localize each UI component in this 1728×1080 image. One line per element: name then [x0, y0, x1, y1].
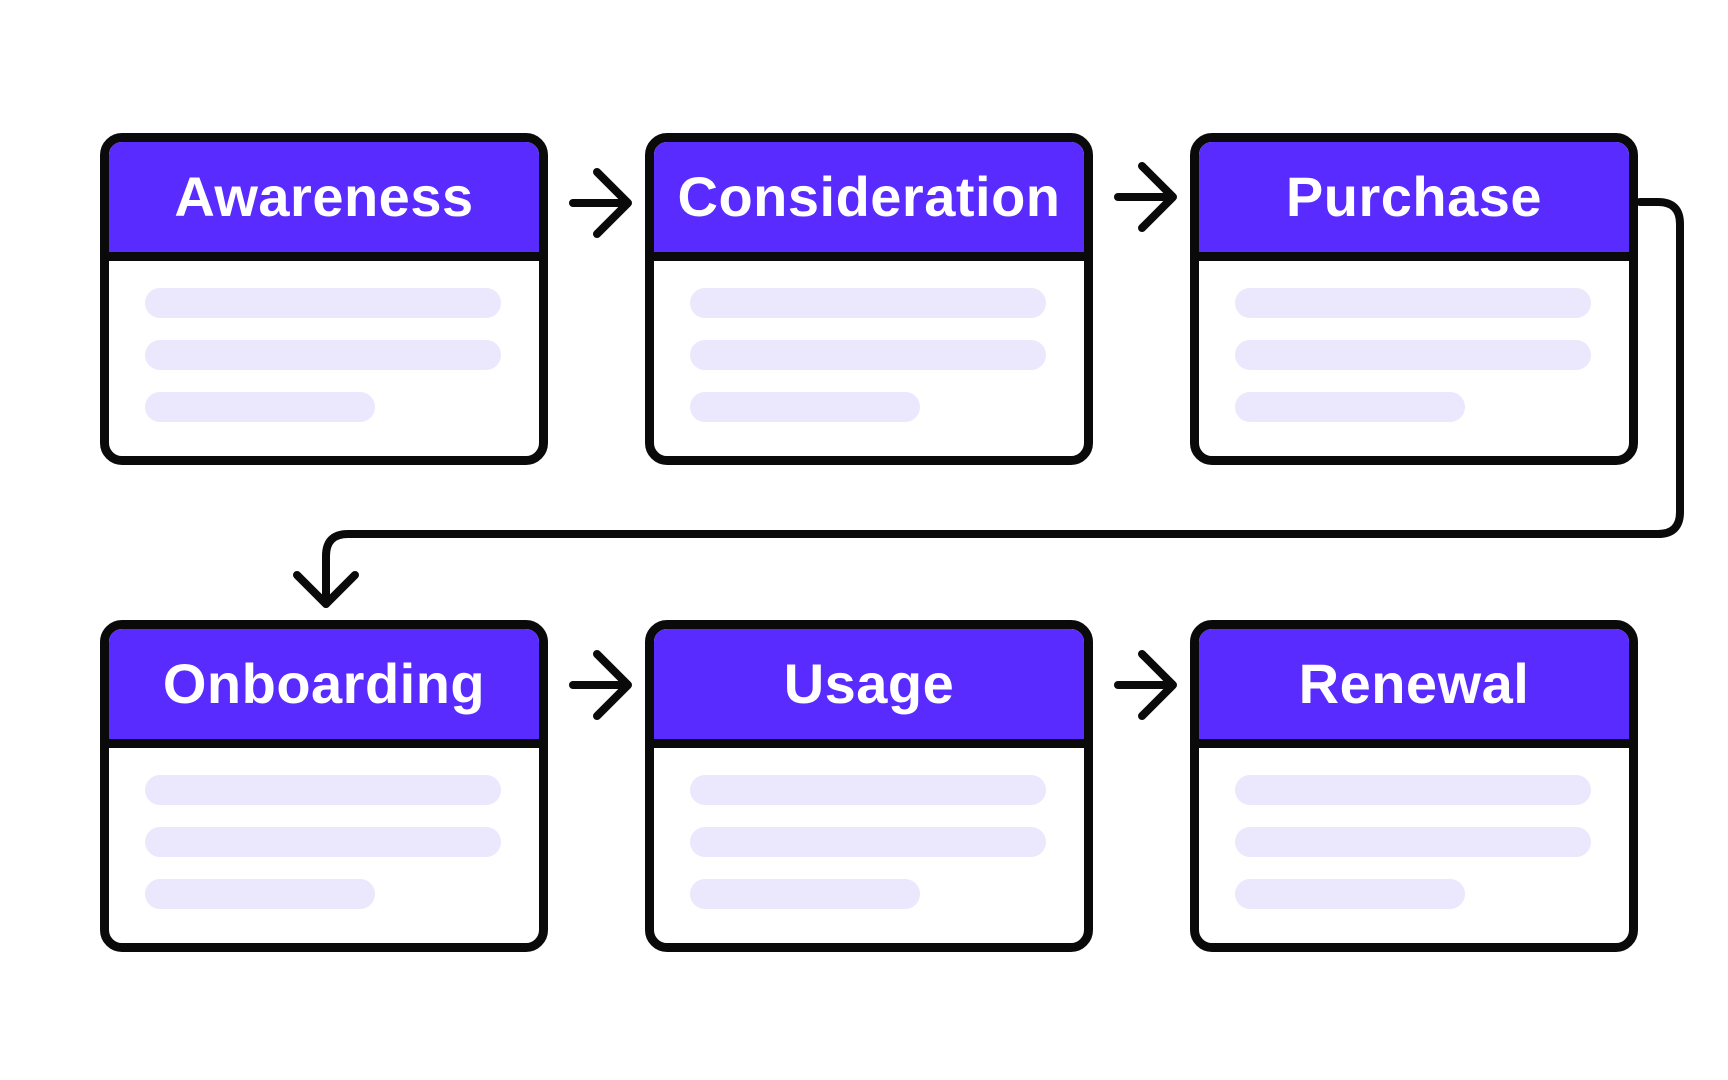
placeholder-line — [690, 879, 920, 909]
stage-body — [1199, 748, 1629, 909]
placeholder-line — [145, 879, 375, 909]
stage-card-usage: Usage — [645, 620, 1093, 952]
placeholder-line — [1235, 879, 1465, 909]
stage-card-purchase: Purchase — [1190, 133, 1638, 465]
stage-header: Onboarding — [109, 629, 539, 748]
stage-header: Usage — [654, 629, 1084, 748]
placeholder-line — [145, 775, 501, 805]
placeholder-line — [690, 340, 1046, 370]
placeholder-line — [1235, 827, 1591, 857]
placeholder-line — [145, 340, 501, 370]
stage-header: Renewal — [1199, 629, 1629, 748]
placeholder-line — [690, 827, 1046, 857]
arrow-right-icon — [1114, 162, 1177, 232]
placeholder-line — [1235, 340, 1591, 370]
placeholder-line — [1235, 392, 1465, 422]
arrow-right-icon — [1114, 650, 1177, 720]
stage-title: Onboarding — [162, 652, 486, 715]
stage-card-onboarding: Onboarding — [100, 620, 548, 952]
placeholder-line — [690, 775, 1046, 805]
placeholder-line — [690, 288, 1046, 318]
stage-body — [109, 748, 539, 909]
placeholder-line — [145, 392, 375, 422]
arrow-right-icon — [569, 168, 632, 238]
placeholder-line — [1235, 775, 1591, 805]
stage-body — [109, 261, 539, 422]
stage-title: Renewal — [1298, 652, 1530, 715]
stage-body — [654, 748, 1084, 909]
stage-card-renewal: Renewal — [1190, 620, 1638, 952]
stage-title: Consideration — [677, 165, 1061, 228]
placeholder-line — [1235, 288, 1591, 318]
stage-body — [654, 261, 1084, 422]
stage-header: Purchase — [1199, 142, 1629, 261]
stage-card-consideration: Consideration — [645, 133, 1093, 465]
stage-card-awareness: Awareness — [100, 133, 548, 465]
stage-header: Consideration — [654, 142, 1084, 261]
placeholder-line — [145, 288, 501, 318]
stage-title: Purchase — [1285, 165, 1543, 228]
placeholder-line — [690, 392, 920, 422]
stage-title: Usage — [783, 652, 955, 715]
arrow-down-icon — [293, 571, 359, 608]
stage-body — [1199, 261, 1629, 422]
placeholder-line — [145, 827, 501, 857]
stage-title: Awareness — [174, 165, 474, 228]
arrow-right-icon — [569, 650, 632, 720]
stage-header: Awareness — [109, 142, 539, 261]
